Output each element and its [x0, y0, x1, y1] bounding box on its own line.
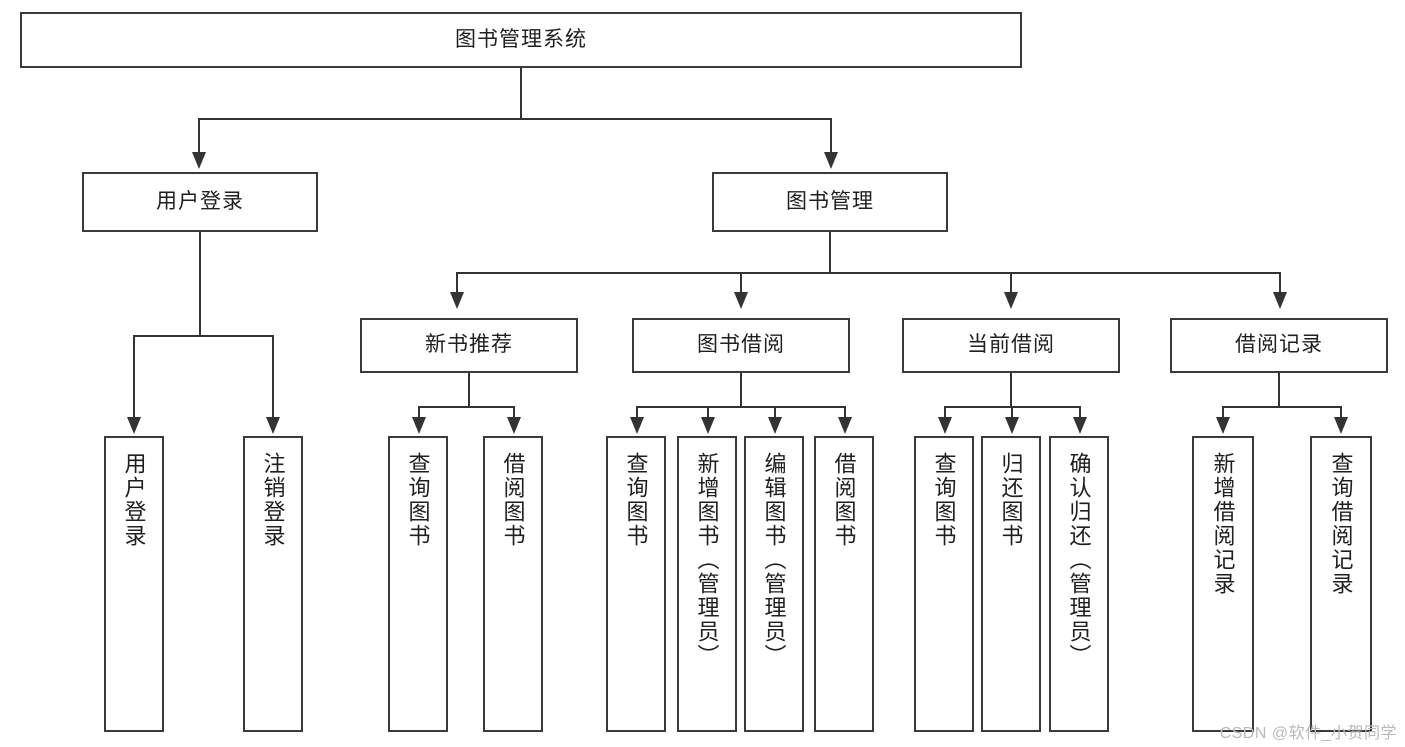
node-label: 确认归还（管理员） [1066, 452, 1092, 668]
node-label: 新书推荐 [425, 333, 513, 357]
leaf-current-confirm-return-admin[interactable]: 确认归还（管理员） [1049, 436, 1109, 732]
arrow-user-login-leaf-2 [266, 417, 280, 434]
arrow-book-mgmt-to-record [1273, 292, 1287, 309]
node-label: 借阅图书 [831, 452, 857, 548]
edge-borrow-stem [740, 373, 742, 406]
node-book-borrow[interactable]: 图书借阅 [632, 318, 850, 373]
node-label: 借阅图书 [500, 452, 526, 548]
node-book-management[interactable]: 图书管理 [712, 172, 948, 232]
node-label: 查询借阅记录 [1328, 452, 1354, 596]
arrow-root-to-user-login [192, 152, 206, 169]
arrow-record-leaf-2 [1334, 417, 1348, 434]
edge-user-login-bar [133, 335, 273, 337]
edge-record-bar [1222, 406, 1341, 408]
node-root-system[interactable]: 图书管理系统 [20, 12, 1022, 68]
node-label: 当前借阅 [967, 333, 1055, 357]
edge-book-mgmt-drop-2 [740, 272, 742, 294]
arrow-book-mgmt-to-new-book [450, 292, 464, 309]
node-label: 归还图书 [998, 452, 1024, 548]
edge-user-login-stem [199, 232, 201, 335]
edge-book-mgmt-stem [829, 232, 831, 272]
node-label: 新增图书（管理员） [694, 452, 720, 668]
node-label: 查询图书 [623, 452, 649, 548]
leaf-logout[interactable]: 注销登录 [243, 436, 303, 732]
edge-root-to-book-mgmt [830, 118, 832, 154]
arrow-borrow-leaf-1 [630, 417, 644, 434]
edge-root-stem [520, 68, 522, 120]
node-user-login[interactable]: 用户登录 [82, 172, 318, 232]
edge-current-drop-1 [944, 406, 946, 419]
node-label: 借阅记录 [1235, 333, 1323, 357]
node-current-borrow[interactable]: 当前借阅 [902, 318, 1120, 373]
arrow-book-mgmt-to-current [1004, 292, 1018, 309]
node-new-book-recommend[interactable]: 新书推荐 [360, 318, 578, 373]
leaf-record-query[interactable]: 查询借阅记录 [1310, 436, 1372, 732]
edge-root-bar [198, 118, 832, 120]
node-borrow-record[interactable]: 借阅记录 [1170, 318, 1388, 373]
edge-record-drop-2 [1340, 406, 1342, 419]
node-label: 注销登录 [260, 452, 286, 548]
edge-user-login-drop-1 [133, 335, 135, 419]
edge-current-drop-3 [1079, 406, 1081, 419]
leaf-new-book-query[interactable]: 查询图书 [388, 436, 448, 732]
node-label: 图书管理系统 [455, 27, 587, 51]
edge-new-book-drop-1 [418, 406, 420, 419]
node-label: 查询图书 [405, 452, 431, 548]
arrow-borrow-leaf-2 [701, 417, 715, 434]
arrow-book-mgmt-to-borrow [734, 292, 748, 309]
csdn-watermark: CSDN @软件_小贺同学 [1219, 725, 1397, 742]
arrow-current-leaf-1 [938, 417, 952, 434]
edge-borrow-bar [636, 406, 845, 408]
edge-borrow-drop-4 [844, 406, 846, 419]
node-label: 图书借阅 [697, 333, 785, 357]
edge-current-stem [1010, 373, 1012, 406]
arrow-borrow-leaf-3 [768, 417, 782, 434]
node-label: 用户登录 [156, 189, 244, 213]
edge-borrow-drop-1 [636, 406, 638, 419]
arrow-user-login-leaf-1 [127, 417, 141, 434]
edge-current-drop-2 [1011, 406, 1013, 419]
arrow-current-leaf-3 [1073, 417, 1087, 434]
edge-book-mgmt-drop-1 [456, 272, 458, 294]
node-label: 查询图书 [931, 452, 957, 548]
node-label: 用户登录 [121, 452, 147, 548]
edge-user-login-drop-2 [272, 335, 274, 419]
arrow-new-book-leaf-1 [412, 417, 426, 434]
leaf-borrow-borrow-book[interactable]: 借阅图书 [814, 436, 874, 732]
edge-record-stem [1278, 373, 1280, 406]
leaf-current-return-book[interactable]: 归还图书 [981, 436, 1041, 732]
node-label: 编辑图书（管理员） [761, 452, 787, 668]
leaf-user-login[interactable]: 用户登录 [104, 436, 164, 732]
arrow-borrow-leaf-4 [838, 417, 852, 434]
node-label: 新增借阅记录 [1210, 452, 1236, 596]
edge-new-book-bar [418, 406, 514, 408]
edge-borrow-drop-2 [707, 406, 709, 419]
edge-book-mgmt-drop-4 [1279, 272, 1281, 294]
edge-new-book-stem [468, 373, 470, 406]
arrow-new-book-leaf-2 [507, 417, 521, 434]
edge-root-to-user-login [198, 118, 200, 154]
leaf-borrow-add-book-admin[interactable]: 新增图书（管理员） [677, 436, 737, 732]
edge-book-mgmt-drop-3 [1010, 272, 1012, 294]
leaf-new-book-borrow[interactable]: 借阅图书 [483, 436, 543, 732]
leaf-borrow-edit-book-admin[interactable]: 编辑图书（管理员） [744, 436, 804, 732]
arrow-record-leaf-1 [1216, 417, 1230, 434]
edge-record-drop-1 [1222, 406, 1224, 419]
edge-borrow-drop-3 [774, 406, 776, 419]
leaf-borrow-query-book[interactable]: 查询图书 [606, 436, 666, 732]
node-label: 图书管理 [786, 189, 874, 213]
edge-book-mgmt-bar [456, 272, 1280, 274]
edge-new-book-drop-2 [513, 406, 515, 419]
arrow-root-to-book-mgmt [824, 152, 838, 169]
leaf-record-add[interactable]: 新增借阅记录 [1192, 436, 1254, 732]
arrow-current-leaf-2 [1005, 417, 1019, 434]
leaf-current-query-book[interactable]: 查询图书 [914, 436, 974, 732]
